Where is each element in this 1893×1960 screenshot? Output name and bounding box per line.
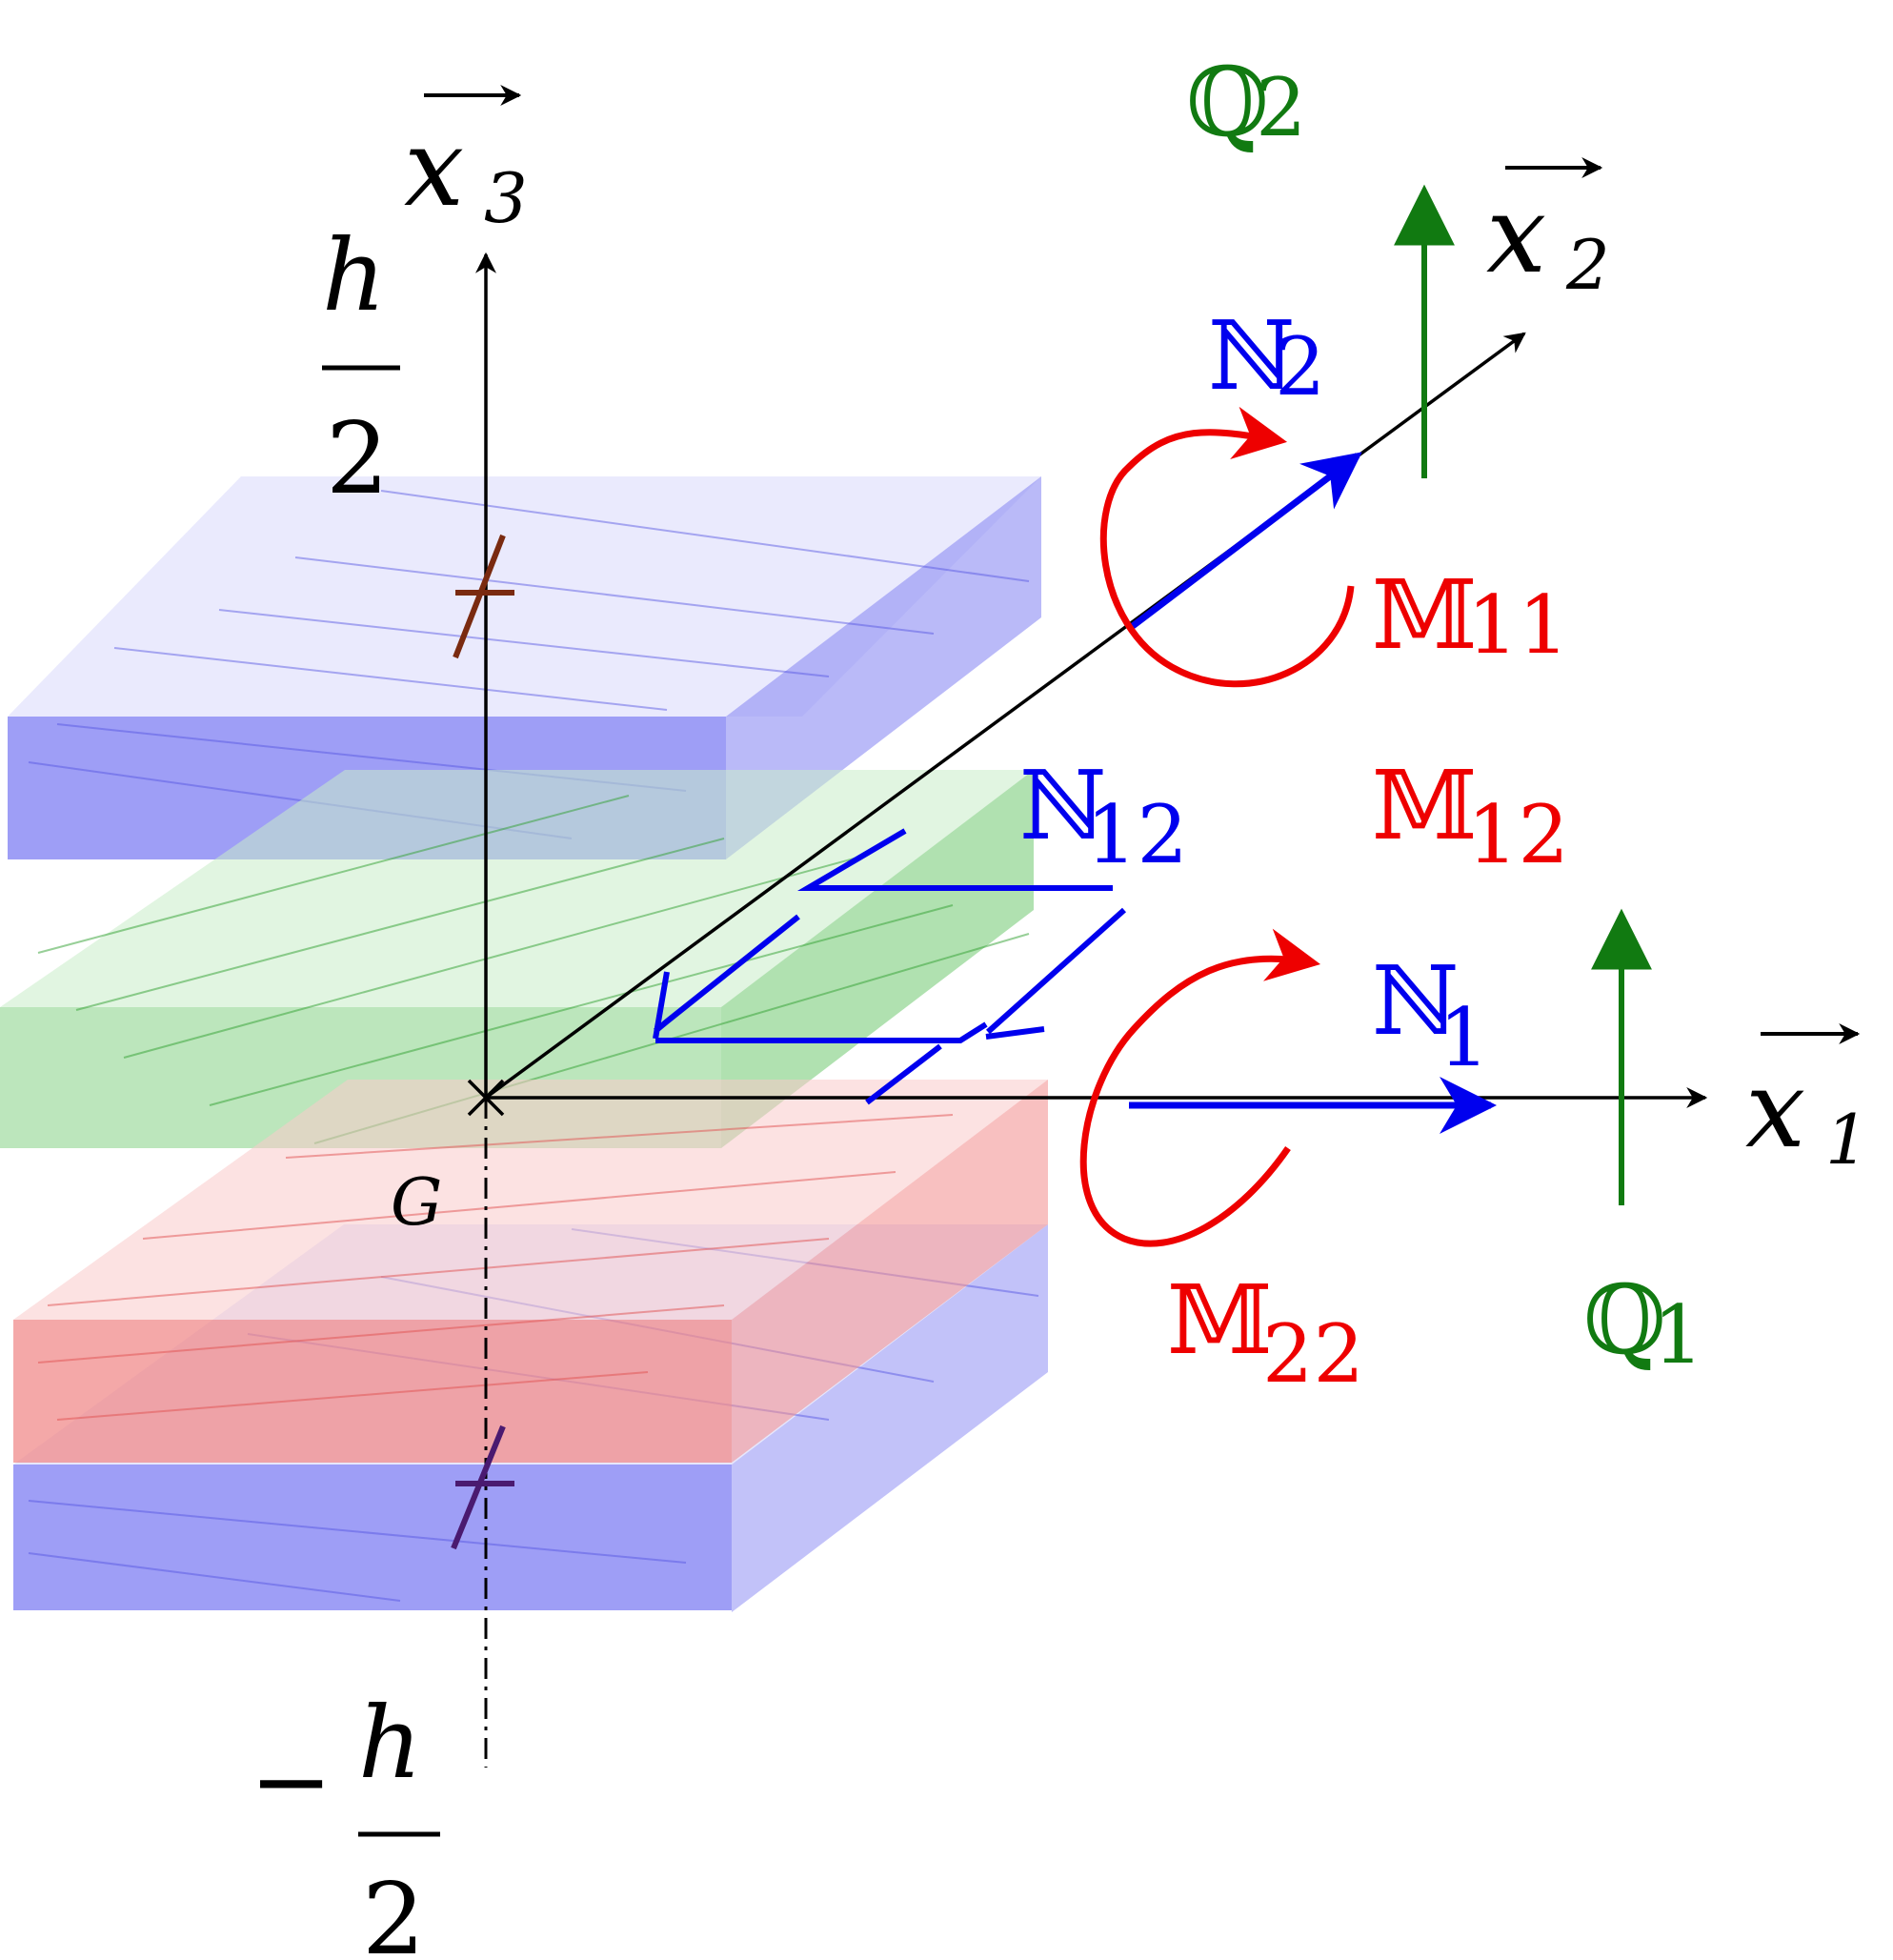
axis-x3-label: x 3: [404, 85, 528, 238]
q1-label: ℚ 1: [1583, 1264, 1703, 1382]
m11-arrow: [1099, 406, 1355, 688]
n2-arrow: [1126, 452, 1362, 632]
q2-sub: 2: [1256, 61, 1306, 154]
thickness-top-label: h 2: [322, 217, 400, 516]
tick-top: [453, 534, 514, 659]
q2-label: ℚ 2: [1186, 47, 1306, 158]
axis-x1-label: x 1: [1745, 1023, 1869, 1180]
n1-label: ℕ 1: [1372, 945, 1489, 1084]
tick-bottom: [451, 1425, 514, 1550]
n12-shear-symbol: [653, 828, 1127, 1105]
n1-letter: ℕ: [1372, 945, 1459, 1057]
thickness-bottom-sign: −: [250, 1723, 332, 1839]
axis-x2-sub: 2: [1565, 225, 1610, 305]
axis-x2-letter: x: [1486, 173, 1546, 297]
axis-x1-letter: x: [1745, 1048, 1805, 1172]
n2-letter: ℕ: [1208, 300, 1295, 412]
q2-letter: ℚ: [1186, 47, 1269, 158]
m22-letter: 𝕄: [1167, 1264, 1273, 1376]
n12-label: ℕ 12: [1019, 750, 1188, 881]
origin-label: G: [391, 1165, 442, 1241]
axis-x3-sub: 3: [484, 158, 528, 238]
q1-letter: ℚ: [1583, 1264, 1666, 1376]
origin-marker: [467, 1079, 505, 1117]
m12-letter: 𝕄: [1372, 750, 1478, 861]
m11-sub: 11: [1467, 578, 1569, 672]
m12-label: 𝕄 12: [1372, 750, 1569, 881]
thickness-top-numerator: h: [322, 217, 386, 333]
m22-arrow: [1079, 928, 1321, 1247]
axis-x2-label: x 2: [1486, 157, 1610, 305]
n2-sub: 2: [1275, 320, 1325, 414]
q1-sub: 1: [1653, 1288, 1703, 1382]
thickness-bottom-numerator: h: [358, 1685, 422, 1801]
axis-x1-sub: 1: [1825, 1100, 1869, 1180]
thickness-bottom-label: − h 2: [250, 1685, 440, 1960]
thickness-bottom-denominator: 2: [362, 1861, 425, 1960]
m11-letter: 𝕄: [1372, 559, 1478, 671]
m22-label: 𝕄 22: [1167, 1264, 1364, 1401]
ply-red: [13, 1080, 1048, 1463]
axis-x3-letter: x: [404, 107, 464, 231]
ply-middle-green: [0, 770, 1034, 1148]
n12-sub: 12: [1086, 788, 1188, 881]
n1-sub: 1: [1439, 991, 1489, 1084]
n12-letter: ℕ: [1019, 750, 1106, 861]
m12-sub: 12: [1467, 788, 1569, 881]
m22-sub: 22: [1262, 1307, 1364, 1401]
m11-label: 𝕄 11: [1372, 559, 1569, 672]
n2-label: ℕ 2: [1208, 300, 1325, 414]
thickness-top-denominator: 2: [326, 400, 389, 516]
